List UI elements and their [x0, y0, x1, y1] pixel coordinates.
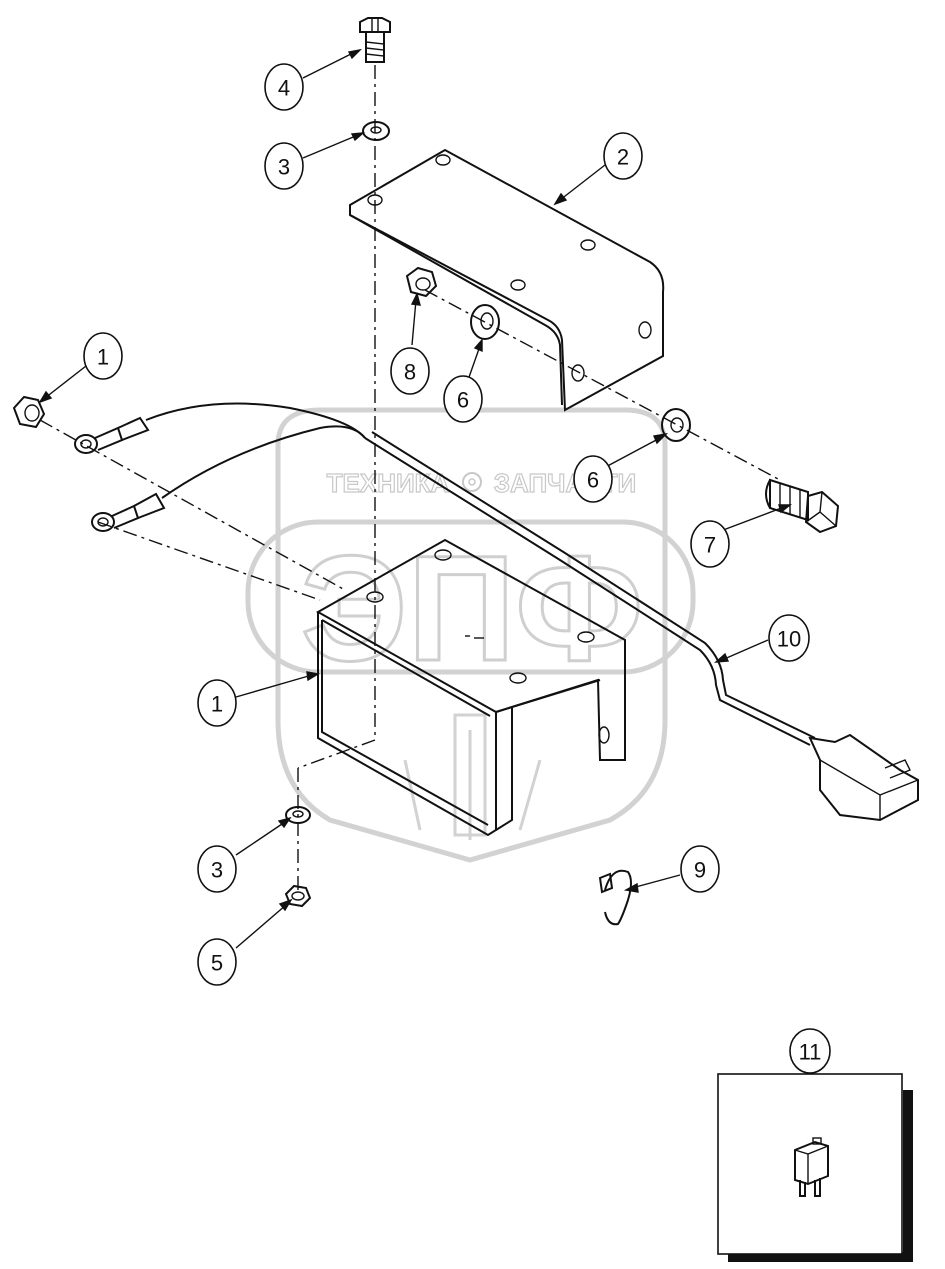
watermark-monogram: ЭПФ — [301, 524, 644, 692]
callout-7: 7 — [690, 520, 730, 568]
svg-text:6: 6 — [457, 388, 469, 413]
part-9-clip — [598, 869, 632, 926]
svg-text:10: 10 — [777, 627, 801, 652]
callout-1-nut: 1 — [83, 332, 123, 380]
svg-text:3: 3 — [278, 155, 290, 180]
callout-4: 4 — [264, 63, 304, 111]
callout-3-bottom: 3 — [197, 845, 237, 893]
svg-text:1: 1 — [211, 692, 223, 717]
part-7-hex-bolt — [765, 478, 840, 534]
callout-9: 9 — [680, 845, 720, 893]
wheat-emblem-icon — [403, 713, 542, 840]
part-2-bracket — [349, 148, 665, 412]
callout-10: 10 — [768, 614, 810, 662]
leader-lines — [39, 65, 781, 890]
callout-11: 11 — [789, 1028, 831, 1074]
part-8-nut — [405, 266, 438, 298]
watermark: ТЕХНИКА ЗАПЧАСТИ ЭПФ — [245, 407, 696, 863]
part-6-washer-upper — [470, 304, 500, 340]
callout-1-housing: 1 — [197, 679, 237, 727]
callout-3-top: 3 — [264, 142, 304, 190]
svg-text:1: 1 — [97, 345, 109, 370]
svg-text:7: 7 — [704, 533, 716, 558]
svg-text:4: 4 — [278, 76, 290, 101]
callout-5: 5 — [197, 938, 237, 986]
svg-text:2: 2 — [617, 145, 629, 170]
svg-text:6: 6 — [587, 468, 599, 493]
svg-text:9: 9 — [694, 858, 706, 883]
part-3-washer-top — [362, 121, 390, 141]
watermark-right-word: ЗАПЧАСТИ — [494, 468, 637, 498]
callout-6-upper: 6 — [443, 375, 483, 423]
callout-bubbles: 4 3 2 8 6 1 6 7 — [83, 63, 831, 1074]
part-5-nut — [284, 884, 312, 908]
part-4-bolt — [359, 17, 391, 63]
watermark-left-word: ТЕХНИКА — [327, 468, 450, 498]
part-1-nut-left — [12, 395, 46, 429]
callout-6-lower: 6 — [573, 455, 613, 503]
part-1-housing — [315, 538, 626, 837]
svg-text:11: 11 — [799, 1040, 822, 1065]
callout-2: 2 — [603, 132, 643, 180]
part-6-washer-lower — [661, 408, 691, 442]
callout-8: 8 — [390, 347, 430, 395]
svg-text:5: 5 — [211, 951, 223, 976]
svg-text:3: 3 — [211, 858, 223, 883]
fuse-icon — [794, 1137, 829, 1197]
svg-text:8: 8 — [404, 360, 416, 385]
callout-arrows — [38, 48, 793, 949]
part-3-washer-bottom — [285, 806, 311, 824]
gear-icon — [462, 472, 482, 492]
part-11-fuse-inset — [717, 1064, 913, 1262]
